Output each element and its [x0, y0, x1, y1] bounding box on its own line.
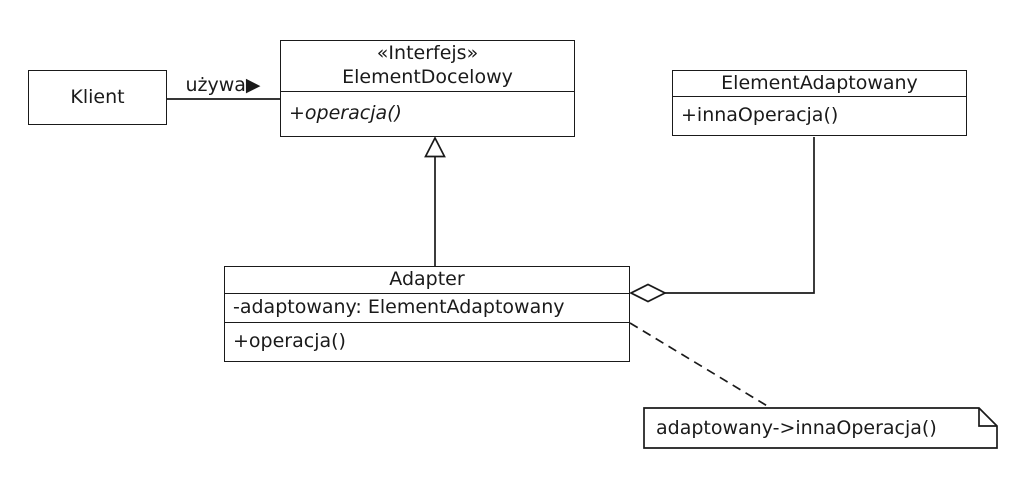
class-klient: Klient [28, 70, 167, 125]
class-adapter-name: Adapter [225, 267, 629, 293]
class-element-adaptowany-methods: +innaOperacja() [673, 96, 966, 135]
note-shape [643, 407, 998, 449]
generalization-triangle-icon [424, 136, 446, 158]
class-adapter-attributes: -adaptowany: ElementAdaptowany [225, 293, 629, 322]
class-name-label: ElementAdaptowany [721, 71, 918, 94]
stereotype-label: «Interfejs» [376, 42, 479, 65]
class-element-adaptowany-name: ElementAdaptowany [673, 71, 966, 96]
class-element-adaptowany: ElementAdaptowany +innaOperacja() [672, 70, 967, 136]
class-klient-name: Klient [29, 71, 166, 124]
aggregation-diamond-icon [629, 283, 667, 303]
note-anchor-dashed-line [629, 322, 770, 408]
class-name-label: Adapter [389, 268, 465, 291]
association-label-uzywa: używa▶ [185, 74, 261, 96]
method-label: +operacja() [233, 329, 346, 352]
class-name-label: ElementDocelowy [342, 66, 513, 88]
attribute-label: -adaptowany: ElementAdaptowany [233, 296, 565, 319]
aggregation-line [665, 137, 815, 294]
method-label: +operacja() [289, 102, 402, 125]
class-name-label: Klient [70, 85, 125, 108]
class-element-docelowy-name: «Interfejs» ElementDocelowy [281, 41, 574, 91]
class-adapter-methods: +operacja() [225, 322, 629, 360]
class-element-docelowy-methods: +operacja() [281, 91, 574, 136]
note-fold-icon [978, 408, 997, 427]
class-element-docelowy: «Interfejs» ElementDocelowy +operacja() [280, 40, 575, 137]
class-adapter: Adapter -adaptowany: ElementAdaptowany +… [224, 266, 630, 362]
method-label: +innaOperacja() [681, 104, 839, 127]
note-text: adaptowany->innaOperacja() [656, 417, 937, 439]
